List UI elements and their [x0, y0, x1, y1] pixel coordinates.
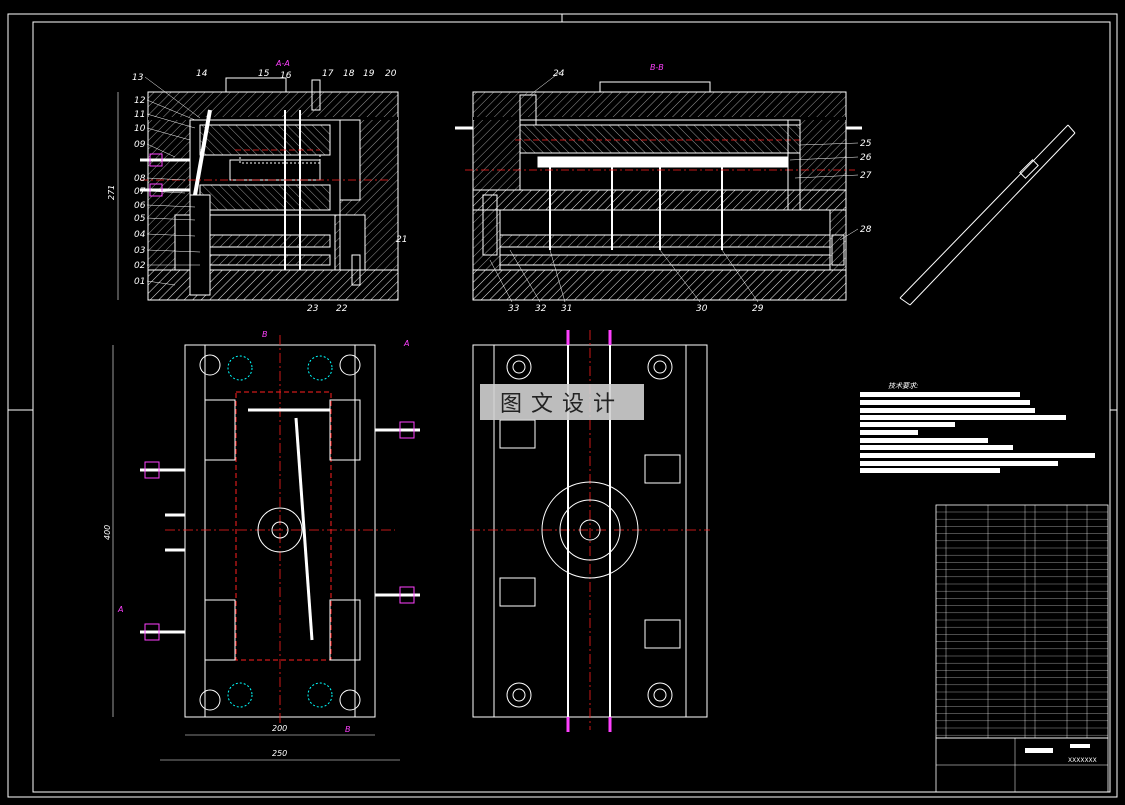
part-10: 10: [134, 124, 146, 134]
notes-title: 技术要求:: [888, 382, 918, 390]
part-13: 13: [132, 73, 144, 83]
plan-view-right: [470, 330, 710, 732]
part-04: 04: [134, 230, 146, 240]
title-block-code: XXXXXXX: [1068, 757, 1097, 764]
section-label-bb: B-B: [650, 63, 664, 72]
part-01: 01: [134, 277, 145, 287]
part-09: 09: [134, 140, 146, 150]
part-03: 03: [134, 246, 146, 256]
part-22: 22: [336, 304, 348, 314]
part-27: 27: [860, 171, 872, 181]
part-labels-left: 13 12 11 10 09 08 07 06 05 04 03 02 01: [132, 73, 201, 287]
part-31: 31: [561, 304, 572, 314]
dim-height-plan: 400: [103, 525, 112, 540]
part-19: 19: [363, 69, 375, 79]
part-11: 11: [134, 110, 145, 120]
part-labels-bb: 24 25 26 27 28 29 30 31 32 33: [489, 69, 872, 314]
part-labels-top: 14 15 16 17 18 19 20 21 22 23: [196, 69, 407, 314]
part-02: 02: [134, 261, 146, 271]
parts-list-table: XXXXXXX: [935, 504, 1109, 793]
technical-notes: 技术要求:: [860, 382, 1095, 473]
dim-width-outer: 250: [272, 749, 287, 758]
part-05: 05: [134, 214, 146, 224]
part-15: 15: [258, 69, 270, 79]
part-32: 32: [535, 304, 547, 314]
watermark-banner: 图文设计: [480, 384, 644, 420]
part-18: 18: [343, 69, 355, 79]
part-17: 17: [322, 69, 334, 79]
part-16: 16: [280, 71, 292, 81]
section-view-bb: B-B: [455, 63, 862, 301]
part-21: 21: [396, 235, 407, 245]
part-25: 25: [860, 139, 872, 149]
part-20: 20: [385, 69, 397, 79]
part-24: 24: [553, 69, 565, 79]
inner-border: [32, 21, 1111, 793]
cut-label-a-left: A: [117, 605, 123, 614]
section-label-aa: A-A: [275, 59, 290, 68]
part-12: 12: [134, 96, 146, 106]
part-28: 28: [860, 225, 872, 235]
dim-height-aa: 271: [107, 185, 116, 200]
cut-label-b-top: B: [262, 330, 268, 339]
part-29: 29: [752, 304, 764, 314]
slanted-pin-detail: [899, 124, 1076, 306]
dim-width-inner: 200: [272, 724, 287, 733]
cut-label-b-bottom: B: [345, 725, 351, 734]
part-33: 33: [508, 304, 520, 314]
part-23: 23: [307, 304, 319, 314]
part-14: 14: [196, 69, 208, 79]
section-view-aa: 271 A-A: [107, 59, 399, 301]
part-30: 30: [696, 304, 708, 314]
cut-label-a-right: A: [403, 339, 409, 348]
plan-view-left: 400 200 250 B B A A: [103, 330, 420, 761]
part-26: 26: [860, 153, 872, 163]
part-06: 06: [134, 201, 146, 211]
part-07: 07: [134, 187, 146, 197]
part-08: 08: [134, 174, 146, 184]
